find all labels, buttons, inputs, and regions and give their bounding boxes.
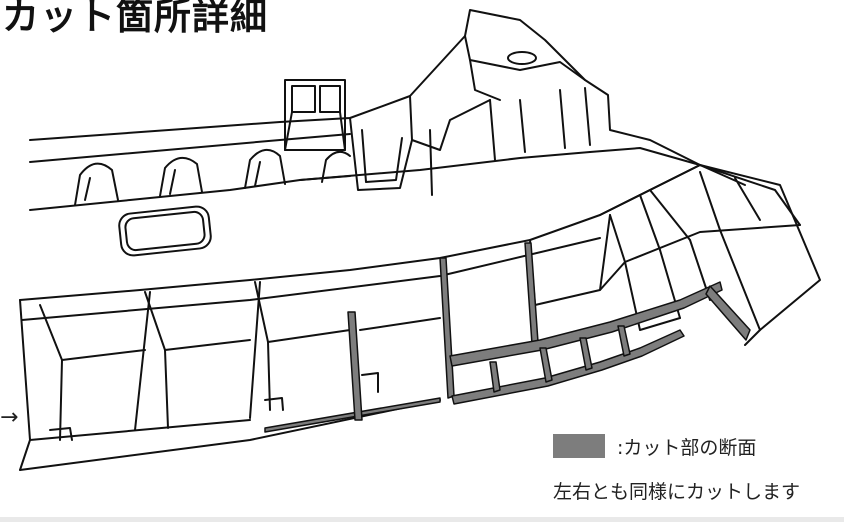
legend-swatch bbox=[553, 434, 605, 458]
page-title: カット箇所詳細 bbox=[2, 0, 268, 38]
legend: :カット部の断面 bbox=[553, 433, 756, 459]
bottom-divider bbox=[0, 517, 844, 522]
floor-structure bbox=[19, 164, 821, 471]
legend-label: :カット部の断面 bbox=[617, 436, 757, 459]
cut-note: 左右とも同様にカットします bbox=[553, 481, 801, 503]
side-arrow: → bbox=[0, 405, 19, 430]
upper-deck bbox=[29, 9, 746, 211]
arch-openings bbox=[74, 149, 351, 257]
cut-section-highlight bbox=[264, 242, 751, 433]
